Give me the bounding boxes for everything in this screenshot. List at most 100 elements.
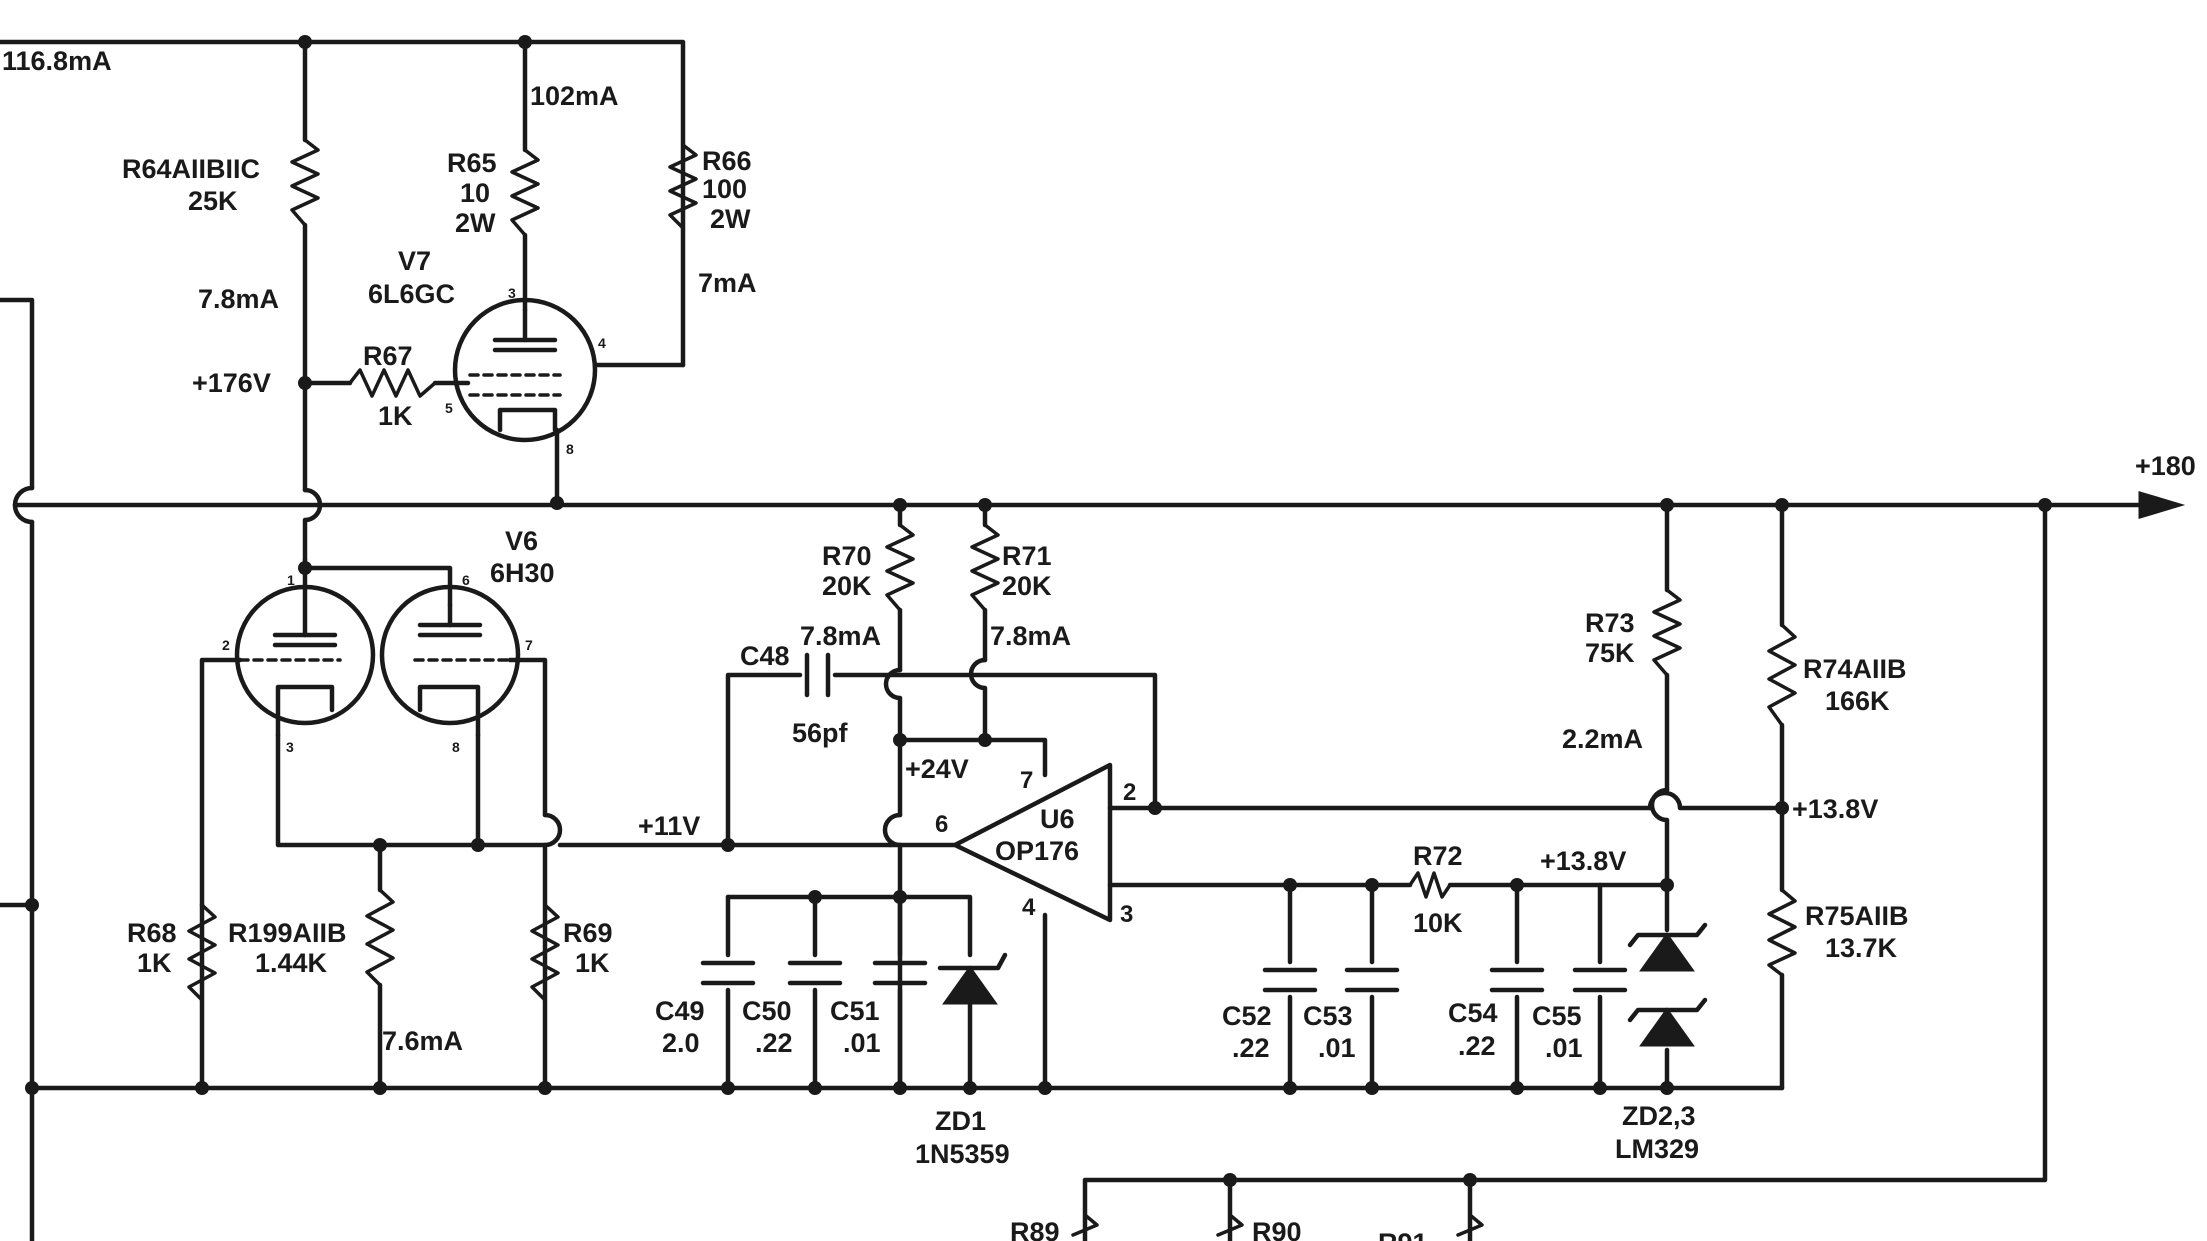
c53-value: .01 xyxy=(1318,1033,1356,1063)
r89-resistor xyxy=(1071,1213,1099,1237)
zd2-diode xyxy=(1639,932,1695,972)
r199-resistor xyxy=(365,888,395,987)
r68-value: 1K xyxy=(137,948,172,978)
r90-resistor xyxy=(1216,1213,1244,1237)
r70-resistor xyxy=(885,523,915,612)
r64-label: R64AIIBIIC xyxy=(122,154,260,184)
r72-value: 10K xyxy=(1413,908,1463,938)
current-7ma: 7mA xyxy=(698,268,757,298)
current-top-left: 116.8mA xyxy=(2,46,112,76)
voltage-13-8v-mid: +13.8V xyxy=(1540,846,1626,876)
r199-label: R199AIIB xyxy=(228,918,347,948)
c49-label: C49 xyxy=(655,996,705,1026)
left-bus-lower xyxy=(0,519,35,1241)
c48-feedback-wire xyxy=(725,672,1158,848)
r73-resistor xyxy=(1652,588,1682,677)
r91-resistor xyxy=(1456,1213,1484,1237)
r91-label: R91 xyxy=(1378,1228,1428,1241)
voltage-180: +180 xyxy=(2135,451,2196,481)
u6-opamp xyxy=(887,762,1113,923)
r74-label: R74AIIB xyxy=(1803,654,1907,684)
r199-value: 1.44K xyxy=(255,948,328,978)
r64-value: 25K xyxy=(188,186,238,216)
c54-label: C54 xyxy=(1448,998,1498,1028)
r66-value: 100 xyxy=(702,174,747,204)
r65-wattage: 2W xyxy=(455,208,496,238)
v6-type: 6H30 xyxy=(490,558,555,588)
v6-pin6: 6 xyxy=(462,572,470,588)
c52-capacitor xyxy=(1262,967,1318,993)
c48-capacitor xyxy=(804,652,831,698)
zd23-label: ZD2,3 xyxy=(1622,1101,1696,1131)
v7-pin8: 8 xyxy=(566,441,574,457)
r68-resistor xyxy=(187,903,217,1002)
r68-label: R68 xyxy=(127,918,177,948)
r73-value: 75K xyxy=(1585,638,1635,668)
resistors xyxy=(187,138,1797,1237)
voltage-11v: +11V xyxy=(638,811,700,841)
zd1-type: 1N5359 xyxy=(915,1139,1010,1169)
u6-pin7: 7 xyxy=(1020,767,1033,794)
zd2-bar xyxy=(1627,922,1708,948)
hop-grid-right xyxy=(542,812,563,1091)
u6-type: OP176 xyxy=(995,836,1079,866)
r73-label: R73 xyxy=(1585,608,1635,638)
c55-capacitor xyxy=(1572,967,1628,993)
c55-value: .01 xyxy=(1545,1033,1583,1063)
hop-r64-wire xyxy=(302,487,323,563)
v6-left-tube xyxy=(234,557,376,738)
current-102ma: 102mA xyxy=(530,81,619,111)
opamp-triangle xyxy=(952,762,1113,923)
zd1-cap-legs xyxy=(725,894,973,1091)
junctions xyxy=(25,35,2052,1187)
r72-label: R72 xyxy=(1413,841,1463,871)
v6-pin3: 3 xyxy=(286,739,294,755)
v7-pin3: 3 xyxy=(508,285,516,301)
r75-label: R75AIIB xyxy=(1805,901,1909,931)
r74-resistor xyxy=(1767,623,1797,727)
v6-cathode-tie xyxy=(275,732,548,848)
zd1-diode xyxy=(942,965,998,1005)
v6-grid-left xyxy=(199,657,243,908)
v7-type: 6L6GC xyxy=(368,279,455,309)
capacitors xyxy=(700,652,1628,993)
zd1-bar xyxy=(937,952,1008,971)
current-r70: 7.8mA xyxy=(800,621,881,651)
r75-value: 13.7K xyxy=(1825,933,1898,963)
wires xyxy=(0,39,2186,1241)
c50-capacitor xyxy=(787,960,843,986)
r70-value: 20K xyxy=(822,571,872,601)
current-2-2ma: 2.2mA xyxy=(1562,724,1643,754)
v6-anode-tie xyxy=(302,565,453,608)
r90-label: R90 xyxy=(1252,1217,1302,1241)
c55-label: C55 xyxy=(1532,1001,1582,1031)
r75-resistor xyxy=(1767,888,1797,977)
current-r71: 7.8mA xyxy=(990,621,1071,651)
c51-value: .01 xyxy=(843,1028,881,1058)
voltage-13-8v-right: +13.8V xyxy=(1792,794,1878,824)
left-bus-upper xyxy=(0,297,35,491)
r67-label: R67 xyxy=(363,341,413,371)
c51-label: C51 xyxy=(830,996,880,1026)
voltage-24v: +24V xyxy=(905,754,969,784)
r71-resistor xyxy=(970,523,1000,612)
zd1-label: ZD1 xyxy=(935,1106,986,1136)
u6-pin4: 4 xyxy=(1022,894,1036,921)
v6-right-tube xyxy=(379,584,521,738)
u6-pin3: 3 xyxy=(1120,901,1133,928)
zener-diodes xyxy=(937,922,1708,1047)
u6-pin6: 6 xyxy=(935,811,948,838)
r69-label: R69 xyxy=(563,918,613,948)
zd1-cap-top-wire xyxy=(725,894,973,958)
r66-resistor xyxy=(668,143,698,230)
r67-resistor xyxy=(348,368,437,398)
r71-label: R71 xyxy=(1002,541,1052,571)
c51-capacitor xyxy=(872,960,928,986)
v6-pin2: 2 xyxy=(222,637,230,653)
c48-label: C48 xyxy=(740,641,790,671)
rail-arrow xyxy=(2138,490,2186,520)
v6-pin1: 1 xyxy=(287,572,295,588)
c54-value: .22 xyxy=(1458,1031,1496,1061)
zd23-type: LM329 xyxy=(1615,1134,1699,1164)
